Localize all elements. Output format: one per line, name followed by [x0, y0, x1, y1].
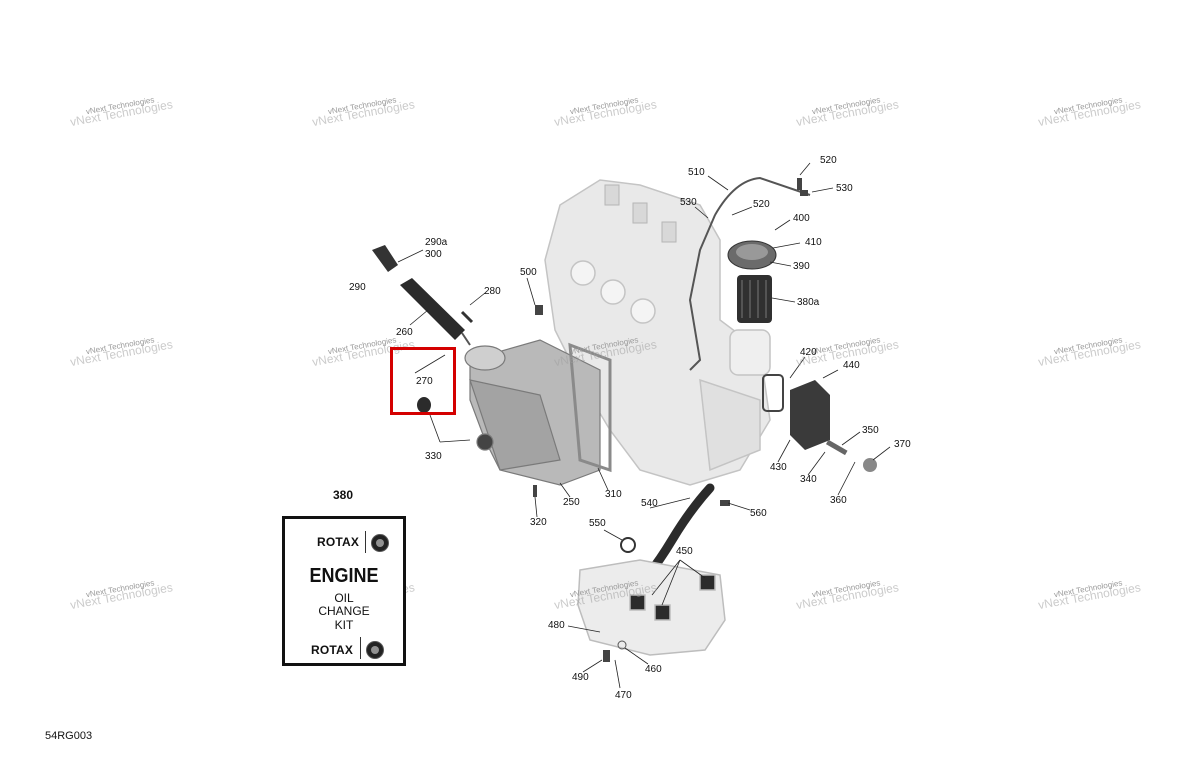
callout-550[interactable]: 550 [589, 518, 606, 529]
callout-440[interactable]: 440 [843, 360, 860, 371]
oil-filter [727, 240, 777, 323]
callout-400[interactable]: 400 [793, 213, 810, 224]
plug-270 [417, 397, 431, 413]
callout-350[interactable]: 350 [862, 425, 879, 436]
callout-530[interactable]: 530 [836, 183, 853, 194]
callout-300[interactable]: 300 [425, 249, 442, 260]
callout-250[interactable]: 250 [563, 497, 580, 508]
leader-lines [397, 162, 891, 689]
callout-460[interactable]: 460 [645, 664, 662, 675]
callout-420[interactable]: 420 [800, 347, 817, 358]
oil-line [688, 176, 811, 371]
callout-340[interactable]: 340 [800, 474, 817, 485]
callout-470[interactable]: 470 [615, 690, 632, 701]
kit-line-oil: OIL [334, 591, 354, 605]
callout-320[interactable]: 320 [530, 517, 547, 528]
filler-tube [372, 245, 474, 346]
callout-410[interactable]: 410 [805, 237, 822, 248]
divider [360, 637, 361, 659]
callout-280[interactable]: 280 [484, 286, 501, 297]
callout-430[interactable]: 430 [770, 462, 787, 473]
kit-line-kit: KIT [334, 618, 354, 632]
engine-block [544, 179, 771, 486]
callout-450[interactable]: 450 [676, 546, 693, 557]
callout-490[interactable]: 490 [572, 672, 589, 683]
callout-330[interactable]: 330 [425, 451, 442, 462]
fasteners [533, 178, 808, 662]
brand-seal-icon [366, 641, 384, 659]
rotax-logo-top: ROTAX [317, 535, 360, 549]
kit-line-change: CHANGE [318, 604, 370, 618]
callout-560[interactable]: 560 [750, 508, 767, 519]
callout-390[interactable]: 390 [793, 261, 810, 272]
callout-360[interactable]: 360 [830, 495, 847, 506]
callout-480[interactable]: 480 [548, 620, 565, 631]
callout-500[interactable]: 500 [520, 267, 537, 278]
divider [365, 531, 366, 553]
callout-540[interactable]: 540 [641, 498, 658, 509]
callout-310[interactable]: 310 [605, 489, 622, 500]
oil-tank [464, 339, 601, 486]
callout-520[interactable]: 520 [820, 155, 837, 166]
oil-change-kit-box[interactable]: ROTAX ENGINE OIL CHANGE KIT ROTAX [282, 516, 406, 666]
highlight-box-270 [390, 347, 456, 415]
callout-380[interactable]: 380 [333, 488, 354, 502]
callout-290a[interactable]: 290a [425, 237, 448, 248]
rotax-logo-bottom: ROTAX [311, 643, 354, 657]
callout-510[interactable]: 510 [688, 167, 705, 178]
brand-seal-icon [371, 534, 389, 552]
kit-title-engine: ENGINE [309, 565, 379, 587]
callout-370[interactable]: 370 [894, 439, 911, 450]
oil-pan [577, 559, 726, 656]
tank-gasket [568, 342, 612, 473]
callout-530[interactable]: 530 [680, 197, 697, 208]
callout-290[interactable]: 290 [349, 282, 366, 293]
callout-380a[interactable]: 380a [797, 297, 820, 308]
ignition-coils [604, 184, 677, 243]
heat-exchanger [762, 374, 877, 472]
callout-520[interactable]: 520 [753, 199, 770, 210]
drawing-number: 54RG003 [45, 730, 93, 742]
callout-260[interactable]: 260 [396, 327, 413, 338]
callout-270[interactable]: 270 [416, 376, 433, 387]
